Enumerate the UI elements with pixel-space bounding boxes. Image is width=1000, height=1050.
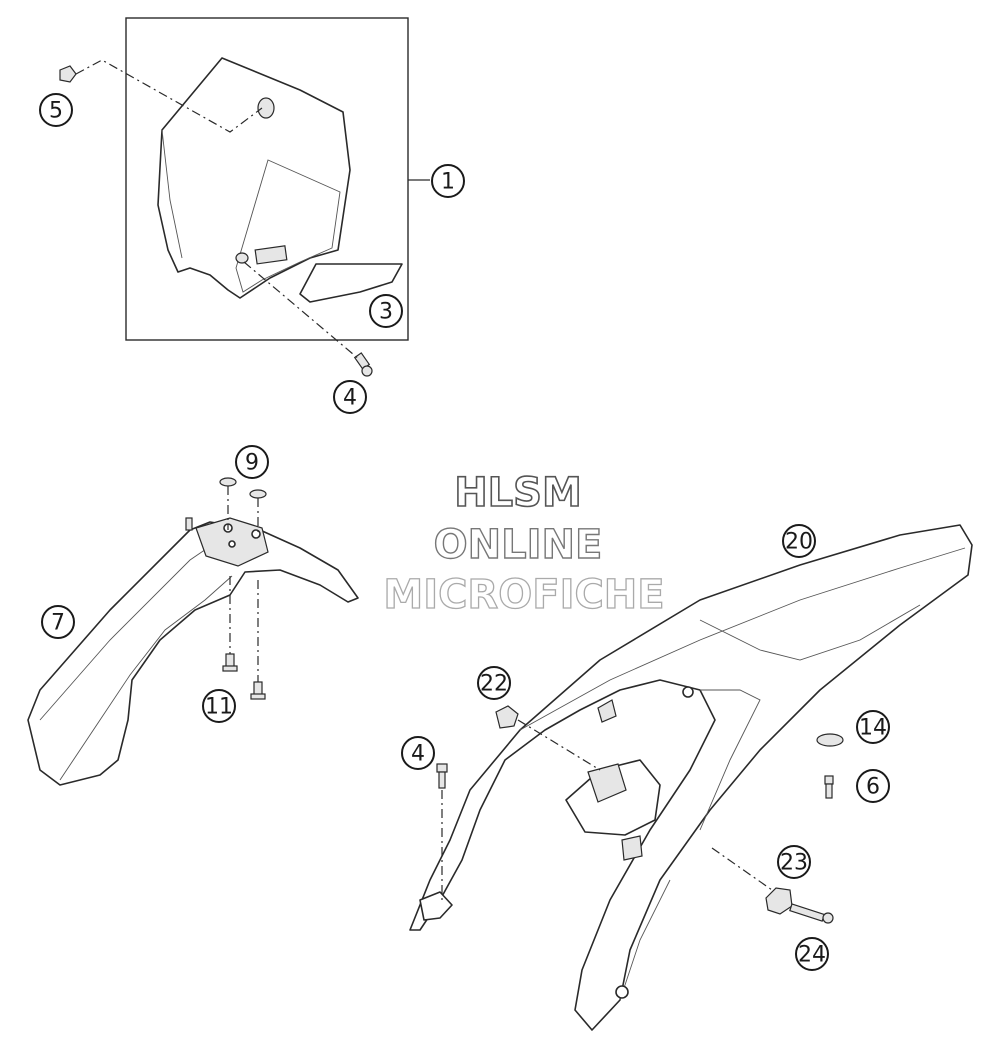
rear-fender-clip-left <box>597 699 617 723</box>
watermark: HLSM ONLINE MICROFICHE <box>383 469 666 618</box>
number-plate <box>157 57 351 299</box>
callout-4-top-label: 4 <box>343 386 357 411</box>
callout-14[interactable]: 14 <box>856 710 890 744</box>
callout-20-label: 20 <box>785 530 813 555</box>
callout-6-label: 6 <box>866 775 880 800</box>
rear-nut <box>495 705 519 729</box>
leader-5 <box>75 59 263 133</box>
number-plate-kit-group <box>59 17 430 377</box>
rear-fender-hole-2 <box>682 686 694 698</box>
callout-7-label: 7 <box>51 611 65 636</box>
front-bolt-2 <box>250 681 266 700</box>
number-plate-mount-hole <box>257 97 275 119</box>
rear-fender-lower-tab <box>419 891 453 921</box>
rear-fender-ridge <box>519 547 966 731</box>
front-fender-hole-2 <box>251 529 261 539</box>
front-fender-group <box>27 477 359 786</box>
callout-14-label: 14 <box>859 716 887 741</box>
leader-9a <box>227 486 231 654</box>
callout-22[interactable]: 22 <box>477 666 511 700</box>
callout-11-label: 11 <box>205 695 233 720</box>
callout-5[interactable]: 5 <box>39 93 73 127</box>
rear-fender-bolt <box>436 763 448 789</box>
callout-6[interactable]: 6 <box>856 769 890 803</box>
front-fender-ridge-2 <box>59 575 233 781</box>
number-plate-edge <box>161 129 183 259</box>
rear-screw <box>824 775 834 799</box>
rear-fender-hole <box>615 985 629 999</box>
callout-4-rear[interactable]: 4 <box>401 736 435 770</box>
callout-3-label: 3 <box>379 300 393 325</box>
front-fender-tab <box>185 517 193 531</box>
leader-4-top <box>243 261 361 361</box>
rear-fender-clip-right <box>621 835 643 861</box>
callout-3[interactable]: 3 <box>369 294 403 328</box>
watermark-line-1: HLSM <box>454 470 582 516</box>
number-plate-lower-hole <box>235 252 249 264</box>
number-plate-decal <box>299 263 403 303</box>
front-fender-ridge <box>39 544 213 721</box>
front-fender <box>27 521 359 786</box>
callout-7[interactable]: 7 <box>41 605 75 639</box>
leader-22 <box>517 719 601 771</box>
rear-fender-ridge-2 <box>699 604 921 661</box>
callout-5-label: 5 <box>49 99 63 124</box>
callout-23[interactable]: 23 <box>777 845 811 879</box>
callout-9-label: 9 <box>245 451 259 476</box>
leader-23 <box>711 847 773 891</box>
callout-20[interactable]: 20 <box>782 524 816 558</box>
callout-24-label: 24 <box>798 943 826 968</box>
callout-24[interactable]: 24 <box>795 937 829 971</box>
callout-9[interactable]: 9 <box>235 445 269 479</box>
rear-fender-inner <box>699 689 761 831</box>
callout-11[interactable]: 11 <box>202 689 236 723</box>
front-fender-hole-3 <box>228 540 236 548</box>
front-bolt-1 <box>222 653 238 672</box>
front-washer-2 <box>249 489 267 499</box>
callout-22-label: 22 <box>480 672 508 697</box>
watermark-line-3: MICROFICHE <box>383 572 664 618</box>
plate-nut <box>59 65 77 83</box>
number-plate-inner-face <box>235 159 341 293</box>
rear-grommet <box>816 733 844 747</box>
rear-fender-lower-edge <box>619 879 671 1001</box>
kit-frame <box>125 17 409 341</box>
callout-4-top[interactable]: 4 <box>333 380 367 414</box>
watermark-line-2: ONLINE <box>434 522 603 568</box>
rear-long-bolt <box>789 903 834 924</box>
callout-1-label: 1 <box>441 170 455 195</box>
callout-23-label: 23 <box>780 851 808 876</box>
rear-fender-group <box>409 524 973 1031</box>
plate-screw <box>353 352 373 377</box>
callout-1[interactable]: 1 <box>431 164 465 198</box>
callout-4-rear-label: 4 <box>411 742 425 767</box>
rear-flange-nut <box>765 887 793 915</box>
front-washer-1 <box>219 477 237 487</box>
number-plate-strap <box>254 245 288 265</box>
rear-fender-block <box>587 763 627 803</box>
